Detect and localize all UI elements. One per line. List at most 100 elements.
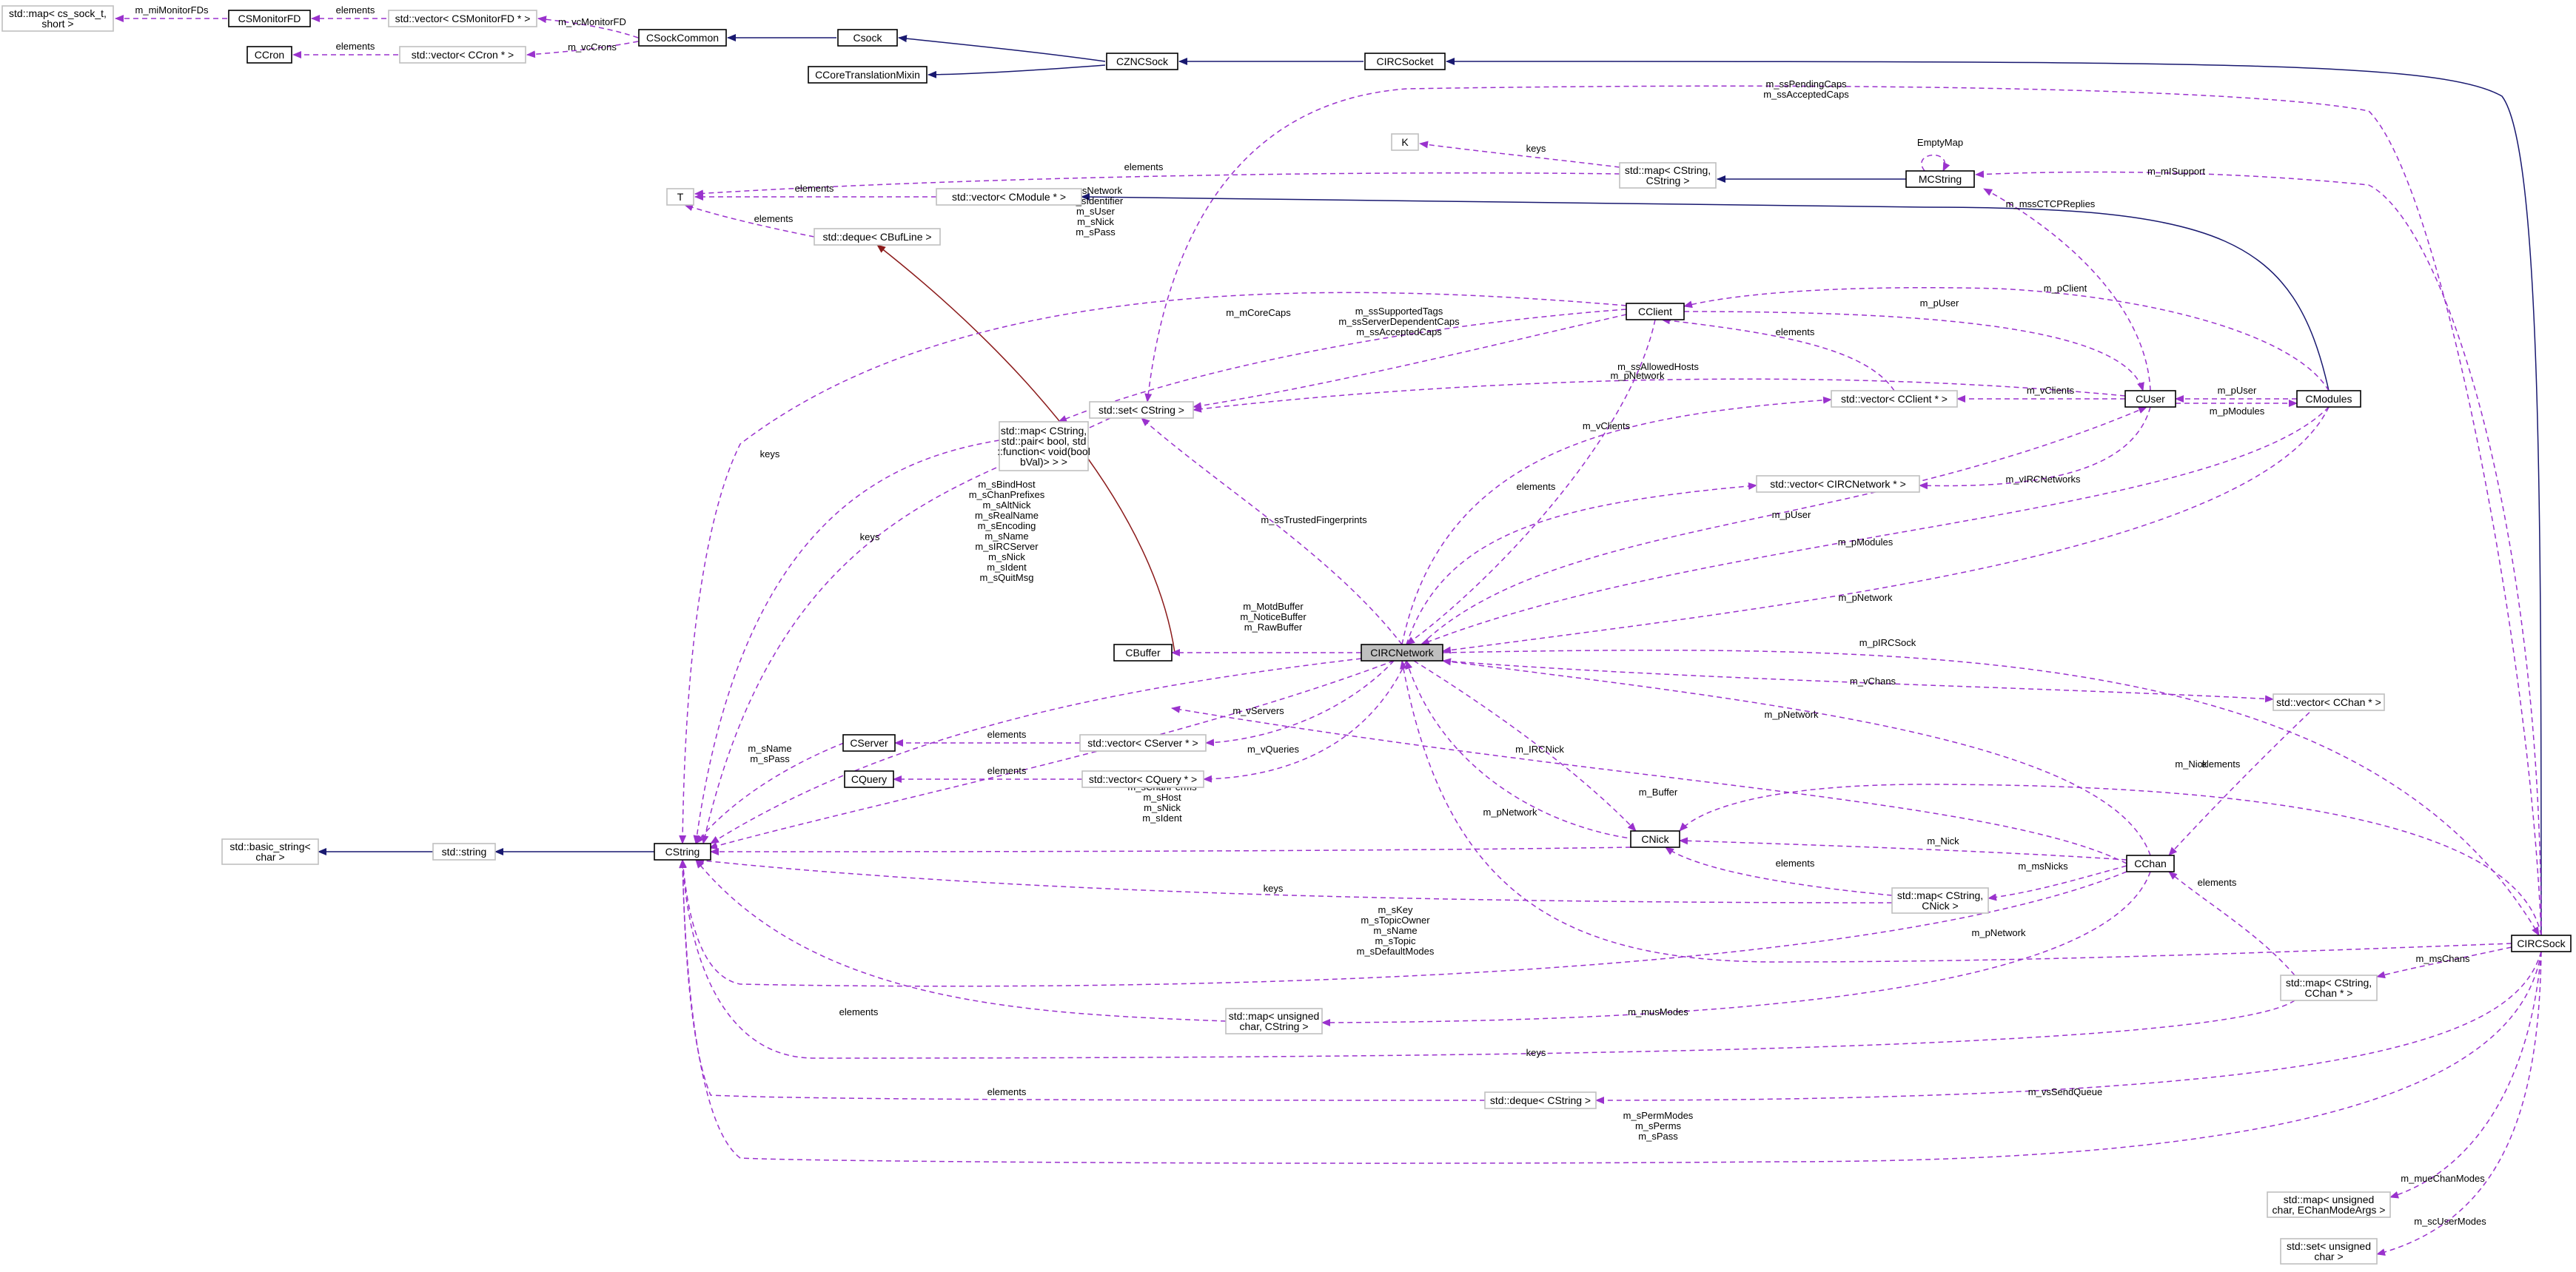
node-box xyxy=(1619,162,1717,189)
p-network-client-edge xyxy=(1406,319,1656,645)
node-label-line: CNick xyxy=(1641,833,1669,845)
node-box xyxy=(1113,644,1173,662)
node-vector-cmodule[interactable]: std::vector< CModule * > xyxy=(936,188,1082,206)
ss-trusted-fp-label: m_ssTrustedFingerprints xyxy=(1261,514,1367,525)
keys-set-edge xyxy=(701,417,1111,844)
node-box xyxy=(936,188,1082,206)
node-k[interactable]: K xyxy=(1391,133,1419,151)
node-label: std::vector< CQuery * > xyxy=(1089,773,1197,785)
node-label: std::deque< CString > xyxy=(1490,1094,1591,1106)
mss-ctcp-replies-label: m_mssCTCPReplies xyxy=(2006,198,2096,209)
node-cuser[interactable]: CUser xyxy=(2124,390,2176,408)
node-map-cs-sock[interactable]: std::map< cs_sock_t,short > xyxy=(1,5,114,32)
p-user-modules-label: m_pUser xyxy=(2218,385,2257,396)
node-cmodules[interactable]: CModules xyxy=(2296,390,2361,408)
node-deque-cbufline[interactable]: std::deque< CBufLine > xyxy=(814,228,941,246)
node-circsock[interactable]: CIRCSock xyxy=(2511,935,2572,952)
node-label: std::map< CString,std::pair< bool, std::… xyxy=(997,425,1090,468)
node-vector-cserver[interactable]: std::vector< CServer * > xyxy=(1079,734,1207,752)
client-strings-label-line: m_sNetwork xyxy=(1069,185,1123,196)
node-box xyxy=(842,734,896,752)
chan-strings-label-line: m_sDefaultModes xyxy=(1357,946,1435,957)
chan-strings-label-line: m_sTopicOwner xyxy=(1361,915,1430,926)
node-label: CClient xyxy=(1638,306,1672,317)
mue-chan-modes-edge xyxy=(2389,951,2542,1199)
node-csockcommon[interactable]: CSockCommon xyxy=(638,29,727,47)
node-box xyxy=(1225,1008,1323,1034)
node-box xyxy=(388,10,537,27)
node-label-line: CModules xyxy=(2305,393,2352,405)
node-box xyxy=(1626,303,1685,320)
v-servers-label-line: m_vServers xyxy=(1232,705,1284,716)
node-vector-cchan[interactable]: std::vector< CChan * > xyxy=(2273,693,2385,711)
elements-cquery-label: elements xyxy=(987,765,1027,776)
m-core-caps-edge xyxy=(1058,309,1627,423)
node-mcstring[interactable]: MCString xyxy=(1905,170,1975,188)
elements-t-deque-label-line: elements xyxy=(754,213,794,224)
node-box xyxy=(432,843,496,861)
node-label-line: K xyxy=(1401,136,1409,148)
node-map-cstring-cchan[interactable]: std::map< CString,CChan * > xyxy=(2280,975,2378,1001)
node-cstring[interactable]: CString xyxy=(654,843,711,861)
ss-trusted-fp-edge xyxy=(1141,417,1403,645)
node-vector-cquery[interactable]: std::vector< CQuery * > xyxy=(1081,770,1204,788)
node-vector-ccron[interactable]: std::vector< CCron * > xyxy=(399,46,526,64)
node-label: K xyxy=(1401,136,1409,148)
client-strings-label-line: m_sUser xyxy=(1076,206,1116,217)
node-label: CZNCSock xyxy=(1116,55,1169,67)
node-cclient[interactable]: CClient xyxy=(1626,303,1685,320)
node-label-line: std::set< unsigned xyxy=(2287,1240,2371,1252)
node-box xyxy=(1081,770,1204,788)
vc-monitor-fd-label-line: m_vcMonitorFD xyxy=(558,16,626,27)
node-circsocket[interactable]: CIRCSocket xyxy=(1364,53,1446,70)
node-ccron[interactable]: CCron xyxy=(246,46,292,64)
node-map-cstring-cstring[interactable]: std::map< CString,CString > xyxy=(1619,162,1717,189)
node-deque-cstring[interactable]: std::deque< CString > xyxy=(1484,1091,1597,1109)
node-vector-csmonitorfd[interactable]: std::vector< CSMonitorFD * > xyxy=(388,10,537,27)
network-strings-label-line: m_sName xyxy=(985,531,1028,542)
node-csmonitorfd[interactable]: CSMonitorFD xyxy=(228,10,311,27)
node-box xyxy=(2124,390,2176,408)
p-irc-sock-label: m_pIRCSock xyxy=(1859,637,1916,648)
node-czncsock[interactable]: CZNCSock xyxy=(1106,53,1178,70)
node-label-line: char, EChanModeArgs > xyxy=(2273,1204,2386,1216)
node-vector-cclient[interactable]: std::vector< CClient * > xyxy=(1831,390,1958,408)
node-cbuffer[interactable]: CBuffer xyxy=(1113,644,1173,662)
irc-nick-label-line: m_IRCNick xyxy=(1515,744,1564,755)
node-box xyxy=(1391,133,1419,151)
ms-nicks-edge xyxy=(1988,865,2127,901)
node-circnetwork[interactable]: CIRCNetwork xyxy=(1361,644,1443,662)
node-cnick[interactable]: CNick xyxy=(1630,830,1680,848)
node-box xyxy=(808,66,928,84)
node-ccoretranslationmixin[interactable]: CCoreTranslationMixin xyxy=(808,66,928,84)
node-vector-circnetwork[interactable]: std::vector< CIRCNetwork * > xyxy=(1756,475,1920,493)
node-label-line: std::set< CString > xyxy=(1099,404,1184,416)
ml-isupport-label-line: m_mISupport xyxy=(2147,166,2205,177)
p-network-modules-label: m_pNetwork xyxy=(1839,592,1893,603)
network-strings-edge xyxy=(710,658,1362,844)
node-t[interactable]: T xyxy=(666,188,694,206)
keys-set-label-line: keys xyxy=(860,531,880,542)
node-std-string[interactable]: std::string xyxy=(432,843,496,861)
node-map-cstring-cnick[interactable]: std::map< CString,CNick > xyxy=(1891,887,1989,914)
node-map-cstring-pair[interactable]: std::map< CString,std::pair< bool, std::… xyxy=(997,421,1090,471)
keys-cnick-label-line: keys xyxy=(1264,883,1284,894)
node-cquery[interactable]: CQuery xyxy=(844,770,894,788)
elements-ccron-label: elements xyxy=(336,41,375,52)
node-basic-string[interactable]: std::basic_string<char > xyxy=(221,838,319,865)
node-box xyxy=(1756,475,1920,493)
p-network-modules-edge xyxy=(1442,406,2330,654)
buffer-chan-label-line: m_Buffer xyxy=(1639,787,1678,798)
keys-cchan-edge xyxy=(679,859,2295,1059)
node-csock[interactable]: Csock xyxy=(837,29,898,47)
v-irc-networks-edge xyxy=(1919,406,2151,490)
node-cserver[interactable]: CServer xyxy=(842,734,896,752)
empty-map-label: EmptyMap xyxy=(1917,137,1963,148)
node-set-cstring[interactable]: std::set< CString > xyxy=(1089,401,1194,419)
node-cchan[interactable]: CChan xyxy=(2126,855,2175,872)
node-label: CBuffer xyxy=(1125,647,1161,659)
